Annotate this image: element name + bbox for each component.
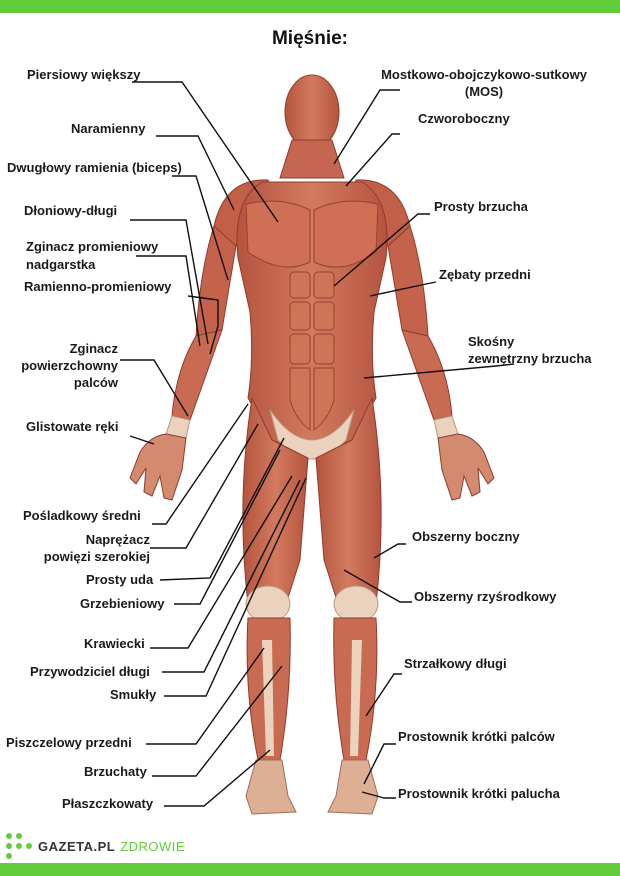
- label-prosty-brzucha: Prosty brzucha: [434, 199, 529, 214]
- label-prosty-uda: Prosty uda: [86, 572, 154, 587]
- head: [284, 74, 340, 150]
- label-prostownik-palcow: Prostownik krótki palców: [398, 729, 556, 744]
- label-smukly: Smukły: [110, 687, 157, 702]
- label-zginacz-prom-1: Zginacz promieniowy: [26, 239, 159, 254]
- label-zebaty: Zębaty przedni: [439, 267, 531, 282]
- label-mostkowo-1: Mostkowo-obojczykowo-sutkowy: [381, 67, 588, 82]
- label-piszczelowy: Piszczelowy przedni: [6, 735, 132, 750]
- label-skosny-2: zewnętrzny brzucha: [468, 351, 592, 366]
- label-plaszczkowaty: Płaszczkowaty: [62, 796, 154, 811]
- label-krawiecki: Krawiecki: [84, 636, 145, 651]
- label-przywodziciel: Przywodziciel długi: [30, 664, 150, 679]
- label-naramienny: Naramienny: [71, 121, 146, 136]
- right-foot: [327, 759, 379, 815]
- labels-right: Mostkowo-obojczykowo-sutkowy (MOS) Czwor…: [381, 67, 592, 801]
- label-ramienno: Ramienno-promieniowy: [24, 279, 172, 294]
- label-zginacz-pow-1: Zginacz: [70, 341, 119, 356]
- label-prostownik-palucha: Prostownik krótki palucha: [398, 786, 561, 801]
- neck: [279, 139, 345, 179]
- left-foot: [245, 759, 297, 815]
- label-piersiowy: Piersiowy większy: [27, 67, 141, 82]
- logo-dots-icon: [6, 833, 32, 859]
- label-mostkowo-2: (MOS): [465, 84, 503, 99]
- logo-brand: GAZETA.PL: [38, 838, 116, 854]
- leader-lines-right: [333, 89, 515, 799]
- label-zginacz-pow-2: powierzchowny: [21, 358, 119, 373]
- right-upper-arm: [387, 225, 429, 337]
- label-strzalkowy: Strzałkowy długi: [404, 656, 507, 671]
- label-obszerny-przysr: Obszerny rzyśrodkowy: [414, 589, 557, 604]
- right-forearm: [401, 329, 453, 421]
- label-czworoboczny: Czworoboczny: [418, 111, 510, 126]
- left-shin-tendon: [262, 640, 274, 756]
- label-grzebieniowy: Grzebieniowy: [80, 596, 165, 611]
- abdominals: [289, 271, 335, 431]
- label-obszerny-boczny: Obszerny boczny: [412, 529, 520, 544]
- label-skosny-1: Skośny: [468, 334, 515, 349]
- labels-left: Piersiowy większy Naramienny Dwugłowy ra…: [6, 67, 182, 811]
- right-shin-tendon: [350, 640, 362, 756]
- label-zginacz-prom-2: nadgarstka: [26, 257, 96, 272]
- label-zginacz-pow-3: palców: [74, 375, 119, 390]
- left-hand: [129, 433, 187, 501]
- left-knee: [245, 585, 291, 623]
- left-thigh: [242, 396, 309, 605]
- left-pectoral: [245, 200, 311, 268]
- label-dloniowy: Dłoniowy-długi: [24, 203, 117, 218]
- left-forearm: [171, 329, 223, 421]
- label-napinacz-2: powięzi szerokiej: [44, 549, 150, 564]
- bottom-accent-bar: [0, 863, 620, 876]
- leader-lines-left: [120, 81, 307, 807]
- right-knee: [333, 585, 379, 623]
- logo-section: ZDROWIE: [120, 838, 186, 854]
- label-glistowate: Glistowate ręki: [26, 419, 118, 434]
- label-biceps: Dwugłowy ramienia (biceps): [7, 160, 182, 175]
- label-brzuchaty: Brzuchaty: [84, 764, 148, 779]
- right-pectoral: [313, 200, 379, 268]
- human-body-figure: [129, 74, 495, 815]
- label-napinacz-1: Naprężacz: [86, 532, 151, 547]
- top-accent-bar: [0, 0, 620, 13]
- right-hand: [437, 433, 495, 501]
- right-thigh: [315, 396, 382, 605]
- label-posladkowy: Pośladkowy średni: [23, 508, 141, 523]
- diagram-title: Mięśnie:: [271, 28, 349, 49]
